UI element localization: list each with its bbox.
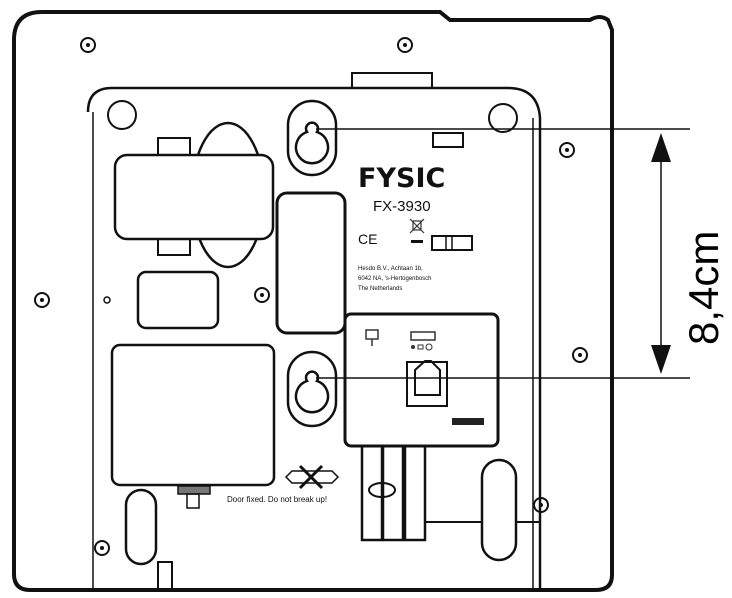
battery-cover [110, 343, 276, 487]
arrow-down-icon [651, 345, 671, 374]
inner-housing [86, 86, 542, 590]
brand-logo: FYSIC [358, 163, 445, 194]
foot-circle [488, 103, 518, 133]
rear-foot-left [124, 488, 158, 566]
rear-foot [480, 458, 518, 562]
handset-port-icon [365, 329, 379, 346]
keyhole-top [286, 99, 338, 177]
panel-slot [452, 418, 484, 425]
cable-channels [360, 444, 482, 542]
address-line-1: Hesdo B.V., Achtaan 1b, [358, 266, 423, 272]
small-cover [136, 270, 220, 330]
top-tab [351, 72, 433, 89]
model-number: FX-3930 [373, 198, 431, 215]
label-rect [432, 132, 464, 148]
screw-icon [34, 37, 588, 556]
switch-icon [410, 331, 436, 351]
arrow-up-icon [651, 133, 671, 162]
small-hole [103, 296, 111, 304]
cover-latch-tab [186, 493, 200, 509]
cover-note: Door fixed. Do not break up! [227, 495, 327, 504]
no-break-icon [284, 464, 340, 490]
handset-cradle [113, 121, 275, 269]
keyhole-bottom [286, 350, 338, 428]
address-line-3: The Netherlands [358, 286, 402, 292]
jack-socket [414, 360, 441, 396]
battery-icon [431, 235, 473, 251]
address-line-2: 6042 NA, 's-Hertogenbosch [358, 276, 432, 282]
connector-panel [343, 312, 500, 448]
ce-mark: CE [358, 231, 377, 247]
side-panel [275, 191, 347, 335]
cover-latch [177, 485, 211, 495]
outer-housing [12, 10, 614, 592]
bottom-tab [157, 561, 173, 591]
dimension-label: 8,4cm [680, 231, 727, 345]
weee-bin-icon [409, 218, 425, 243]
foot-circle [107, 100, 137, 130]
